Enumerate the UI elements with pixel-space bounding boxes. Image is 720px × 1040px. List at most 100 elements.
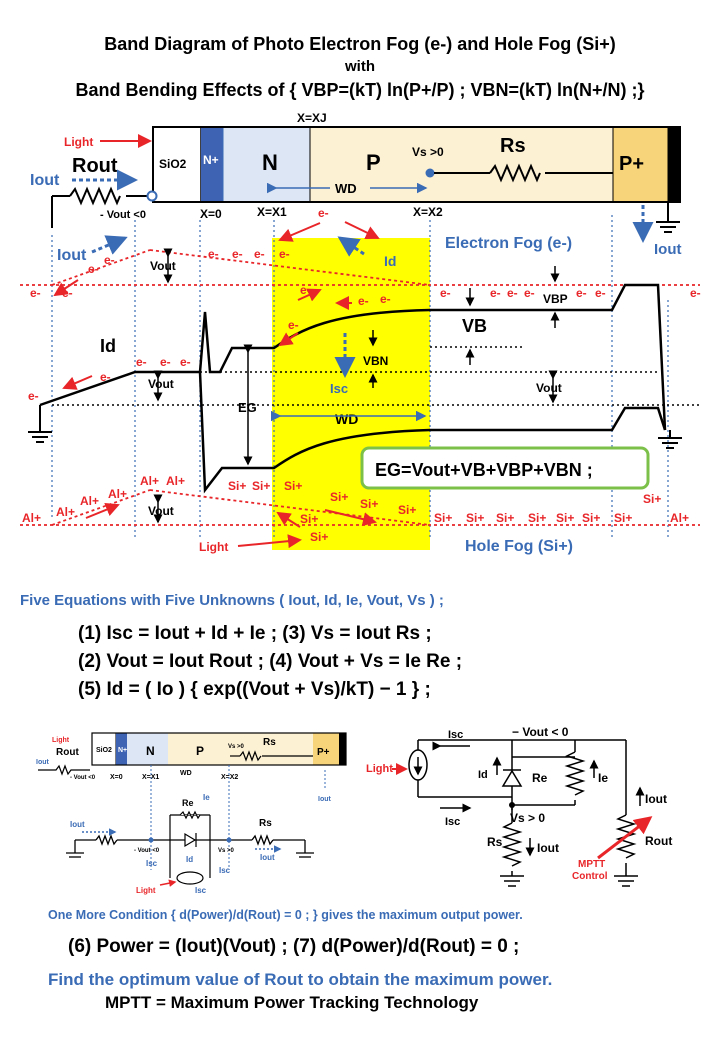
equation-2-4: (2) Vout = Iout Rout ; (4) Vout + Vs = I… bbox=[78, 651, 463, 672]
p-label: P bbox=[366, 150, 381, 175]
label-xj: X=XJ bbox=[297, 111, 327, 125]
control-label: Control bbox=[572, 871, 608, 882]
svg-text:e-: e- bbox=[88, 262, 99, 276]
svg-text:Si+: Si+ bbox=[252, 479, 270, 493]
nplus-region bbox=[201, 127, 223, 202]
svg-text:Al+: Al+ bbox=[166, 474, 185, 488]
svg-text:N: N bbox=[146, 744, 155, 758]
rout-label-top: Rout bbox=[72, 155, 118, 177]
id-label-blue: Id bbox=[384, 253, 396, 269]
hole-fog-label: Hole Fog (Si+) bbox=[465, 538, 573, 555]
equation-1-3: (1) Isc = Iout + Id + Ie ; (3) Vs = Iout… bbox=[78, 623, 432, 644]
svg-text:e-: e- bbox=[690, 286, 701, 300]
x2-label: X=X2 bbox=[413, 205, 443, 219]
x0-label: X=0 bbox=[200, 207, 222, 221]
svg-text:Vs >0: Vs >0 bbox=[228, 744, 245, 750]
vout-neg-top: - Vout <0 bbox=[100, 209, 146, 221]
svg-text:Si+: Si+ bbox=[330, 490, 348, 504]
equations-heading: Five Equations with Five Unknowns ( Iout… bbox=[20, 592, 444, 609]
svg-text:e-: e- bbox=[28, 389, 39, 403]
vout-top-label: Vout bbox=[150, 259, 176, 273]
valence-band bbox=[198, 371, 667, 494]
svg-text:Al+: Al+ bbox=[108, 487, 127, 501]
svg-text:Rout: Rout bbox=[56, 747, 79, 758]
svg-text:Rs: Rs bbox=[263, 737, 276, 748]
svg-text:e-: e- bbox=[232, 247, 243, 261]
band-diagram: X=XJ Light Rout Iout SiO2 N+ N P Vs >0 R… bbox=[20, 111, 701, 555]
light-label-circuit: Light bbox=[366, 763, 393, 775]
iout-label-left: Iout bbox=[30, 172, 60, 189]
nplus-label: N+ bbox=[203, 153, 219, 167]
svg-text:Si+: Si+ bbox=[360, 497, 378, 511]
svg-text:e-: e- bbox=[576, 286, 587, 300]
svg-text:e-: e- bbox=[100, 370, 111, 384]
condition-text: One More Condition { d(Power)/d(Rout) = … bbox=[48, 908, 523, 922]
svg-text:e-: e- bbox=[254, 247, 265, 261]
device-structure bbox=[152, 126, 681, 203]
svg-text:SiO2: SiO2 bbox=[96, 747, 112, 754]
equation-5: (5) Id = ( Io ) { exp((Vout + Vs)/kT) − … bbox=[78, 679, 431, 700]
svg-text:- Vout <0: - Vout <0 bbox=[134, 848, 160, 854]
svg-text:e-: e- bbox=[440, 286, 451, 300]
svg-text:Id: Id bbox=[186, 855, 193, 864]
rs-label-top: Rs bbox=[500, 135, 526, 157]
conduction-band bbox=[39, 283, 667, 431]
wd-label-top: WD bbox=[335, 181, 357, 196]
svg-text:WD: WD bbox=[180, 770, 192, 777]
find-optimum-text: Find the optimum value of Rout to obtain… bbox=[48, 970, 553, 989]
svg-text:Isc: Isc bbox=[219, 866, 231, 875]
re-label-circuit: Re bbox=[532, 771, 548, 785]
svg-text:Al+: Al+ bbox=[56, 505, 75, 519]
eg-formula-box bbox=[360, 446, 650, 490]
svg-text:Iout: Iout bbox=[70, 820, 85, 829]
svg-text:P+: P+ bbox=[317, 747, 330, 758]
svg-text:Si+: Si+ bbox=[300, 512, 318, 526]
svg-text:Si+: Si+ bbox=[556, 511, 574, 525]
svg-text:Vs >0: Vs >0 bbox=[218, 848, 235, 854]
x1-label: X=X1 bbox=[257, 205, 287, 219]
svg-text:e-: e- bbox=[490, 286, 501, 300]
svg-text:P: P bbox=[196, 744, 204, 758]
svg-text:Light: Light bbox=[136, 886, 156, 895]
svg-text:Si+: Si+ bbox=[310, 530, 328, 544]
svg-text:e-: e- bbox=[288, 318, 299, 332]
title-line-2: with bbox=[345, 58, 375, 75]
svg-text:Al+: Al+ bbox=[80, 494, 99, 508]
svg-text:Si+: Si+ bbox=[643, 492, 661, 506]
iout-label-circuit: Iout bbox=[645, 792, 667, 806]
vb-label: VB bbox=[462, 316, 487, 336]
svg-text:Si+: Si+ bbox=[466, 511, 484, 525]
svg-text:e-: e- bbox=[160, 355, 171, 369]
light-label-top: Light bbox=[64, 135, 93, 149]
svg-text:Si+: Si+ bbox=[284, 479, 302, 493]
svg-text:Si+: Si+ bbox=[614, 511, 632, 525]
mptt-definition: MPTT = Maximum Power Tracking Technology bbox=[105, 993, 479, 1012]
svg-text:Si+: Si+ bbox=[398, 503, 416, 517]
svg-text:Si+: Si+ bbox=[496, 511, 514, 525]
svg-text:e-: e- bbox=[104, 253, 115, 267]
depletion-region bbox=[272, 238, 430, 550]
vbn-label: VBN bbox=[363, 354, 388, 368]
svg-text:e-: e- bbox=[180, 355, 191, 369]
svg-text:Al+: Al+ bbox=[140, 474, 159, 488]
vout-right-label: Vout bbox=[536, 381, 562, 395]
svg-text:Al+: Al+ bbox=[22, 511, 41, 525]
rs-label-circuit: Rs bbox=[487, 835, 503, 849]
svg-text:Al+: Al+ bbox=[670, 511, 689, 525]
rout-label-circuit: Rout bbox=[645, 834, 672, 848]
sio2-region bbox=[152, 126, 202, 203]
svg-text:Ie: Ie bbox=[203, 793, 210, 802]
svg-text:e-: e- bbox=[524, 286, 535, 300]
n-label: N bbox=[262, 150, 278, 175]
svg-text:Si+: Si+ bbox=[528, 511, 546, 525]
svg-text:e-: e- bbox=[507, 286, 518, 300]
svg-text:X=X2: X=X2 bbox=[221, 774, 238, 781]
id-label-band: Id bbox=[100, 336, 116, 356]
svg-text:e-: e- bbox=[30, 286, 41, 300]
title-line-3: Band Bending Effects of { VBP=(kT) ln(P+… bbox=[75, 80, 645, 100]
vs-label-top: Vs >0 bbox=[412, 145, 444, 159]
light-label-band: Light bbox=[199, 540, 228, 554]
equivalent-circuit: Light Isc − Vout < 0 Id Re Ie Iout Isc V… bbox=[366, 725, 672, 887]
svg-text:Isc: Isc bbox=[195, 886, 207, 895]
svg-text:- Vout <0: - Vout <0 bbox=[70, 775, 96, 781]
